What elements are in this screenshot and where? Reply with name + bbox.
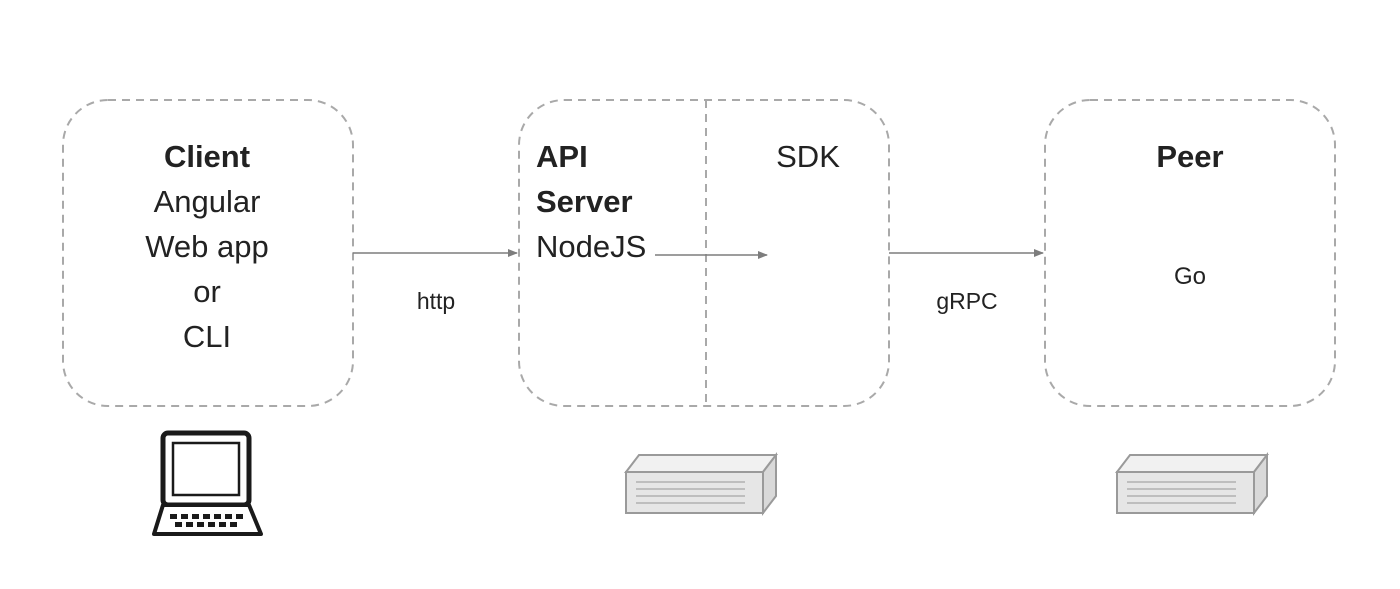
client-line-4: CLI bbox=[183, 319, 231, 354]
laptop-icon bbox=[152, 430, 263, 536]
server-icon bbox=[623, 452, 779, 516]
peer-node: Peer Go bbox=[1044, 99, 1336, 407]
client-line-2: Web app bbox=[145, 229, 269, 264]
api-server-node: API Server NodeJS SDK bbox=[518, 99, 890, 407]
peer-server-icon bbox=[1114, 452, 1270, 516]
grpc-label: gRPC bbox=[936, 288, 997, 314]
api-server-box bbox=[518, 99, 890, 407]
api-server-runtime: NodeJS bbox=[536, 229, 646, 264]
api-server-title-line-1: API bbox=[536, 139, 588, 174]
sdk-label: SDK bbox=[776, 139, 840, 174]
client-title: Client bbox=[164, 139, 250, 174]
client-line-3: or bbox=[193, 274, 221, 309]
peer-runtime: Go bbox=[1174, 263, 1206, 290]
http-label: http bbox=[417, 288, 455, 314]
api-server-title-line-2: Server bbox=[536, 184, 633, 219]
client-node: Client Angular Web app or CLI bbox=[62, 99, 354, 407]
peer-box bbox=[1044, 99, 1336, 407]
peer-title: Peer bbox=[1156, 139, 1223, 174]
client-line-1: Angular bbox=[154, 184, 261, 219]
